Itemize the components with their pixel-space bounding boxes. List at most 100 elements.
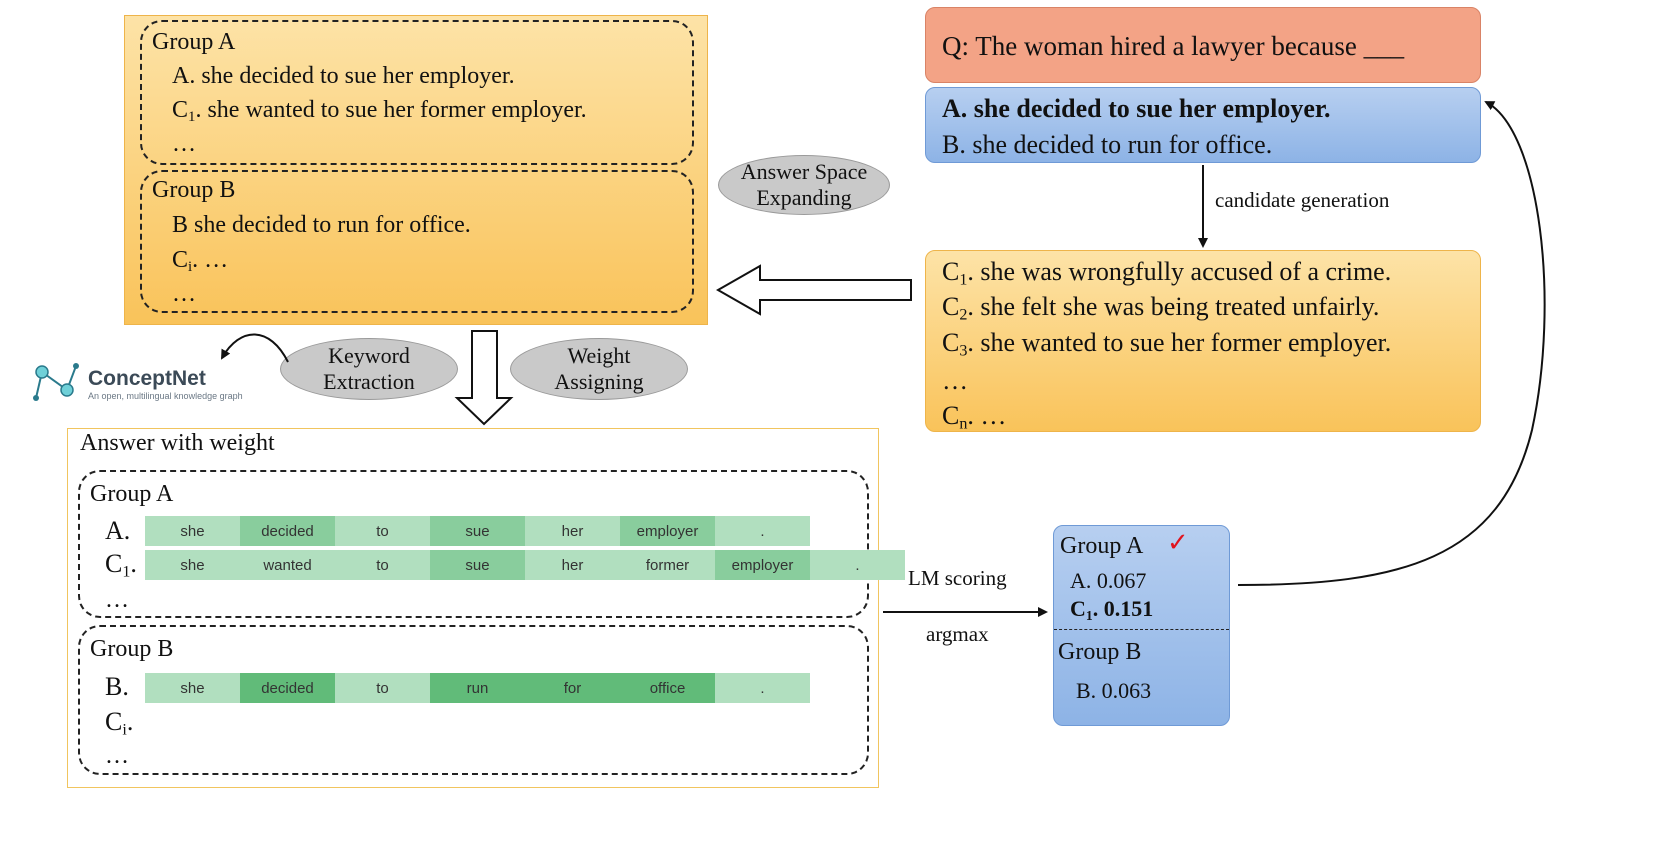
result-group-b-title: Group B [1058,639,1142,665]
weighted-group-a-dashed-box [78,470,869,618]
candidate-c3-text: . she wanted to sue her former employer. [967,328,1392,357]
token: wanted [240,550,335,580]
weighted-row-ci-label: Ci. [105,707,134,739]
candidate-c1-label: C [942,257,960,286]
token: . [810,550,905,580]
ci-label: C [172,247,189,273]
expand-hollow-arrow [715,264,912,316]
result-score-b: B. 0.063 [1076,678,1152,703]
token: . [715,516,810,546]
token: she [145,550,240,580]
token: former [620,550,715,580]
argmax-label: argmax [926,622,989,646]
weighted-c1-sub: 1 [122,563,131,581]
weight-assigning-ellipse: Weight Assigning [510,338,688,400]
result-c1-label: C [1070,596,1086,621]
weighted-ci-dot: . [126,707,134,736]
token: for [525,673,620,703]
weighted-group-a-ellipsis: … [105,587,129,613]
conceptnet-logo-icon [33,363,79,401]
weight-line-2: Assigning [554,369,644,394]
result-group-a-title: Group A [1060,533,1144,559]
answer-space-expanding-ellipse: Answer Space Expanding [718,155,890,215]
candidate-c2-sub: 2 [959,306,968,324]
token: decided [240,516,335,546]
token: she [145,516,240,546]
token: run [430,673,525,703]
candidate-generation-label: candidate generation [1215,188,1390,212]
candidate-cn: Cn. … [942,401,1007,433]
weighted-box-title: Answer with weight [80,430,275,456]
token: to [335,550,430,580]
weighted-row-c1-label: C1. [105,549,137,581]
answer-space-line-2: Expanding [756,185,852,210]
token: she [145,673,240,703]
result-c1-value: . 0.151 [1092,596,1154,621]
candidate-c2: C2. she felt she was being treated unfai… [942,292,1380,324]
token: sue [430,550,525,580]
weighted-group-b-ellipsis: … [105,743,129,769]
checkmark-icon: ✓ [1167,528,1189,558]
candidate-c3: C3. she wanted to sue her former employe… [942,328,1392,360]
candidate-c2-text: . she felt she was being treated unfairl… [967,292,1380,321]
group-a-dashed-box [140,20,694,165]
result-score-a: A. 0.067 [1070,568,1147,593]
weighted-answers-box [67,428,879,788]
token: to [335,673,430,703]
group-b-candidate-ci: Ci. … [172,247,228,276]
c1-subscript: 1 [188,109,196,126]
result-divider [1054,629,1229,630]
candidate-c3-sub: 3 [959,342,968,360]
option-b-text: B. she decided to run for office. [942,130,1273,159]
result-score-c1: C1. 0.151 [1070,596,1154,623]
c1-label: C [172,97,189,123]
candidate-c2-label: C [942,292,960,321]
weighted-c1-c: C [105,549,123,578]
keyword-extraction-ellipse: Keyword Extraction [280,338,458,400]
conceptnet-name: ConceptNet [88,367,206,390]
group-b-dashed-box [140,170,694,313]
question-text: Q: The woman hired a lawyer because ___ [942,31,1405,61]
weight-line-1: Weight [567,342,631,368]
candidate-cn-text: . … [967,401,1007,430]
token: employer [620,516,715,546]
answer-space-line-1: Answer Space [740,158,868,184]
keyword-line-1: Keyword [328,342,410,368]
group-b-option-b: B she decided to run for office. [172,212,471,238]
weighted-ci-sub: i [122,721,127,739]
c1-text: . she wanted to sue her former employer. [195,97,587,123]
group-b-ellipsis: … [172,281,196,307]
ci-subscript: i [188,259,193,276]
group-a-ellipsis: … [172,131,196,157]
candidate-c1: C1. she was wrongfully accused of a crim… [942,257,1392,289]
candidate-c1-sub: 1 [959,271,968,289]
result-c1-sub: 1 [1085,607,1093,623]
weighted-group-a-title: Group A [90,481,174,507]
token: her [525,516,620,546]
token: to [335,516,430,546]
token: . [715,673,810,703]
weighted-c1-dot: . [130,549,137,578]
token: employer [715,550,810,580]
weighted-ci-c: C [105,707,123,736]
candidate-c1-text: . she was wrongfully accused of a crime. [967,257,1392,286]
weighted-row-b-label: B. [105,672,129,701]
token: office [620,673,715,703]
token: her [525,550,620,580]
weighted-row-a-label: A. [105,516,131,545]
lm-scoring-label: LM scoring [908,566,1007,590]
option-a-text: A. she decided to sue her employer. [942,94,1331,123]
group-b-title: Group B [152,177,236,203]
weighted-group-b-dashed-box [78,625,869,775]
candidate-cn-sub: n [959,415,968,433]
conceptnet-tagline: An open, multilingual knowledge graph [88,391,243,401]
candidate-c3-label: C [942,328,960,357]
group-a-option-a: A. she decided to sue her employer. [172,63,515,89]
candidate-cn-label: C [942,401,960,430]
weight-hollow-arrow [454,330,514,426]
group-a-title: Group A [152,29,236,55]
candidate-ellipsis: … [942,366,968,395]
